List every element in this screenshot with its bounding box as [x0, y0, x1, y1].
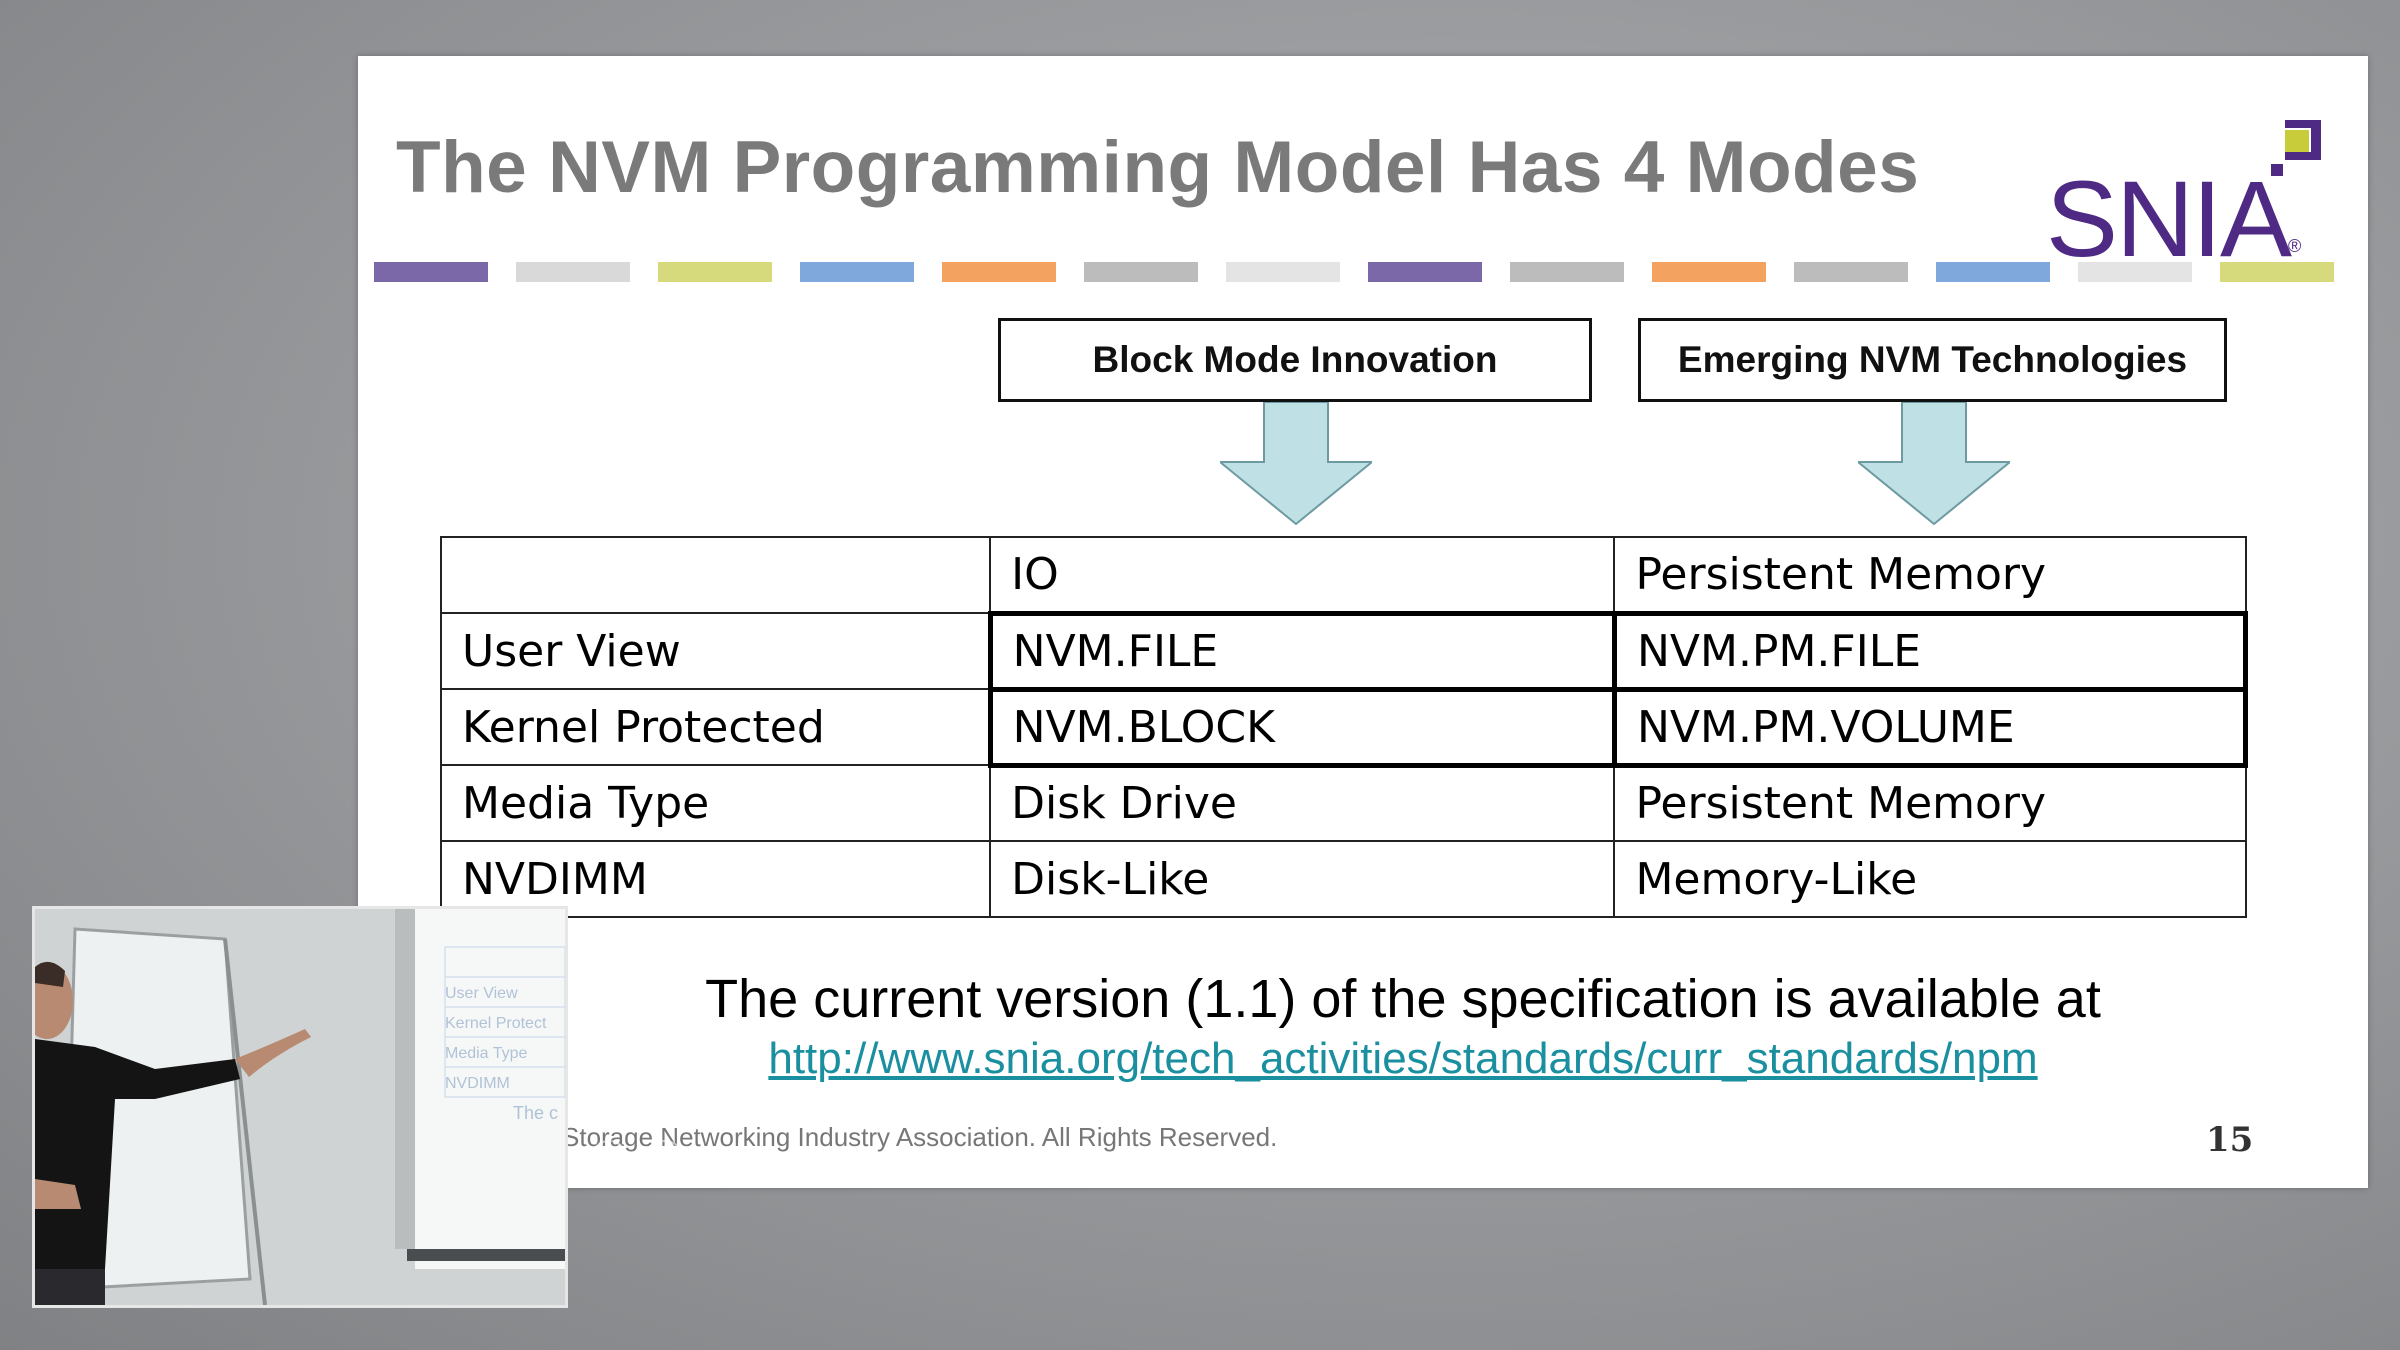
table-row: Media Type Disk Drive Persistent Memory — [439, 764, 2247, 842]
stripe-segment — [1226, 262, 1340, 282]
modes-table: IO Persistent Memory User View NVM.FILE … — [439, 536, 2249, 918]
table-cell: Persistent Memory — [1613, 764, 2247, 842]
stripe-segment — [1368, 262, 1482, 282]
table-cell: Media Type — [439, 764, 992, 842]
table-cell: NVM.FILE — [987, 610, 1617, 692]
stripe-segment — [516, 262, 630, 282]
table-cell: IO — [989, 536, 1616, 614]
page-number: 15 — [2206, 1120, 2254, 1160]
zoom-icon[interactable] — [590, 1140, 628, 1178]
color-stripe — [374, 262, 2334, 282]
pip-screen-label: The c — [513, 1103, 559, 1123]
stripe-segment — [374, 262, 488, 282]
table-cell — [439, 536, 992, 614]
table-cell: NVDIMM — [439, 840, 992, 918]
spec-link[interactable]: http://www.snia.org/tech_activities/stan… — [768, 1034, 2038, 1083]
stripe-segment — [800, 262, 914, 282]
table-cell: Memory-Like — [1613, 840, 2247, 918]
logo-text: SNIA — [2046, 158, 2292, 279]
stripe-segment — [2078, 262, 2192, 282]
table-row: User View NVM.FILE NVM.PM.FILE — [439, 610, 2249, 692]
stripe-segment — [658, 262, 772, 282]
emerging-nvm-box: Emerging NVM Technologies — [1638, 318, 2227, 402]
stripe-segment — [1510, 262, 1624, 282]
pip-screen-label: Kernel Protect — [445, 1015, 547, 1032]
stripe-segment — [942, 262, 1056, 282]
pip-screen-label: User View — [445, 985, 518, 1002]
table-cell: NVM.BLOCK — [987, 686, 1617, 768]
down-arrow-icon — [1220, 402, 1372, 526]
table-cell: Disk Drive — [989, 764, 1616, 842]
stripe-segment — [2220, 262, 2334, 282]
more-options-icon[interactable] — [646, 1140, 684, 1178]
table-cell: NVM.PM.VOLUME — [1611, 686, 2249, 768]
stripe-segment — [1084, 262, 1198, 282]
snia-logo: SNIA ® — [2046, 86, 2326, 296]
table-row: Kernel Protected NVM.BLOCK NVM.PM.VOLUME — [439, 686, 2249, 768]
logo-registered: ® — [2288, 236, 2302, 256]
table-header-row: IO Persistent Memory — [439, 536, 2247, 614]
table-cell: Persistent Memory — [1613, 536, 2247, 614]
spec-availability-text: The current version (1.1) of the specifi… — [705, 969, 2101, 1029]
table-cell: Disk-Like — [989, 840, 1616, 918]
stripe-segment — [1652, 262, 1766, 282]
pip-screen-label: NVDIMM — [445, 1075, 510, 1092]
table-row: NVDIMM Disk-Like Memory-Like — [439, 840, 2247, 918]
logo-mark-icon — [2271, 120, 2321, 176]
block-mode-box: Block Mode Innovation — [998, 318, 1592, 402]
slide-title: The NVM Programming Model Has 4 Modes — [396, 127, 1920, 208]
table-cell: NVM.PM.FILE — [1611, 610, 2249, 692]
pip-screen-label: Media Type — [445, 1045, 528, 1062]
speaker-scene — [35, 909, 565, 1305]
copyright-footer: Storage Networking Industry Association.… — [562, 1122, 1278, 1152]
stripe-segment — [1936, 262, 2050, 282]
stripe-segment — [1794, 262, 1908, 282]
slide: The NVM Programming Model Has 4 Modes SN… — [358, 56, 2368, 1188]
table-cell: Kernel Protected — [439, 688, 992, 766]
down-arrow-icon — [1858, 402, 2010, 526]
speaker-video: User View Kernel Protect Media Type NVDI… — [32, 906, 568, 1308]
table-cell: User View — [439, 612, 992, 690]
